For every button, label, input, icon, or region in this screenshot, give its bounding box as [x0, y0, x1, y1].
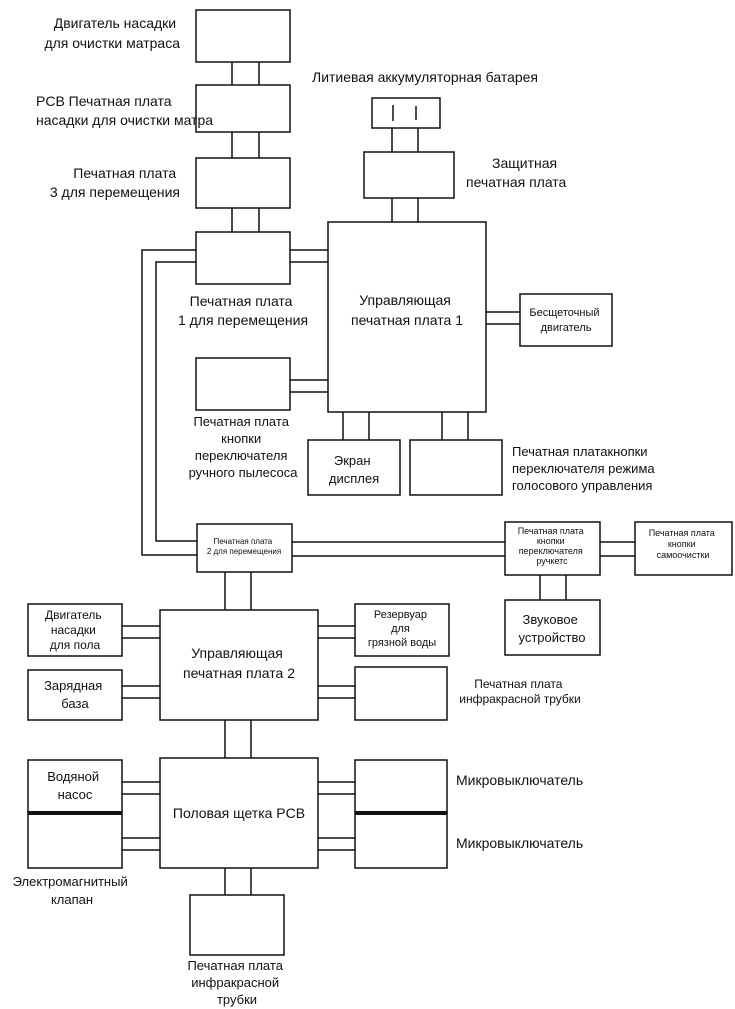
- label-move2-pcb: Печатная плата 2 для перемещения: [207, 537, 281, 556]
- label-bldc-motor: Бесщеточный двигатель: [529, 307, 602, 334]
- box-microswitch-1: [354, 759, 448, 813]
- label-floor-motor: Двигатель насадки для пола: [45, 608, 105, 652]
- label-handle-btn-pcb: Печатная плата кнопки переключателя ручк…: [518, 526, 587, 566]
- label-battery: Литиевая аккумуляторная батарея: [312, 69, 538, 85]
- box-floor-motor: [27, 603, 123, 657]
- battery-symbol: [371, 97, 441, 129]
- box-floor-brush-pcb: [159, 757, 319, 869]
- box-ir-tube-pcb-bottom: [189, 894, 285, 956]
- box-voice-btn-pcb: [409, 439, 503, 496]
- label-solenoid-valve: Электромагнитный клапан: [13, 874, 132, 907]
- box-mattress-pcb: [195, 84, 291, 133]
- box-sound-dev: [504, 599, 601, 656]
- label-selfclean-btn-pcb: Печатная плата кнопки самоочистки: [649, 528, 718, 560]
- box-handvac-btn-pcb: [195, 357, 291, 411]
- connectors: [122, 62, 635, 895]
- label-water-pump: Водяной насос: [47, 769, 103, 802]
- box-handle-btn-pcb: [504, 521, 601, 576]
- label-mattress-motor: Двигатель насадки для очистки матраса: [44, 15, 180, 51]
- box-control2-pcb: [159, 609, 319, 721]
- label-display: Экран дисплея: [329, 453, 379, 486]
- box-dirty-tank: [354, 603, 450, 657]
- box-control1-pcb: [327, 221, 487, 413]
- box-mattress-motor: [195, 9, 291, 63]
- label-sound-dev: Звуковое устройство: [519, 612, 586, 645]
- box-display: [307, 439, 401, 496]
- box-microswitch-2: [354, 811, 448, 869]
- label-dirty-tank: Резервуар для грязной воды: [368, 609, 436, 649]
- box-move3-pcb: [195, 157, 291, 209]
- box-move2-pcb: [196, 523, 293, 573]
- box-move1-pcb: [195, 231, 291, 285]
- label-charge-base: Зарядная база: [44, 678, 106, 711]
- label-microswitch-1: Микровыключатель: [456, 772, 583, 788]
- label-mattress-pcb: PCB Печатная плата насадки для очистки м…: [36, 93, 213, 128]
- box-charge-base: [27, 669, 123, 721]
- label-microswitch-2: Микровыключатель: [456, 835, 583, 851]
- box-bldc-motor: [519, 293, 613, 347]
- box-ir-tube-pcb-right: [354, 666, 448, 721]
- box-solenoid-valve: [27, 811, 123, 869]
- label-protect-pcb: Защитная печатная плата: [466, 155, 567, 190]
- label-floor-brush-pcb: Половая щетка PCB: [173, 805, 305, 821]
- label-control1-pcb: Управляющая печатная плата 1: [351, 292, 463, 328]
- label-voice-btn-pcb: Печатная платакнопки переключателя режим…: [512, 444, 658, 493]
- box-selfclean-btn-pcb: [634, 521, 733, 576]
- label-ir-tube-pcb-bottom: Печатная плата инфракрасной трубки: [187, 958, 286, 1007]
- label-ir-tube-pcb-right: Печатная плата инфракрасной трубки: [459, 677, 580, 706]
- label-handvac-btn-pcb: Печатная плата кнопки переключателя ручн…: [189, 414, 299, 480]
- label-move1-pcb: Печатная плата 1 для перемещения: [178, 293, 308, 328]
- box-water-pump: [27, 759, 123, 813]
- box-protect-pcb: [363, 151, 455, 199]
- label-control2-pcb: Управляющая печатная плата 2: [183, 645, 295, 681]
- label-move3-pcb: Печатная плата 3 для перемещения: [50, 165, 180, 200]
